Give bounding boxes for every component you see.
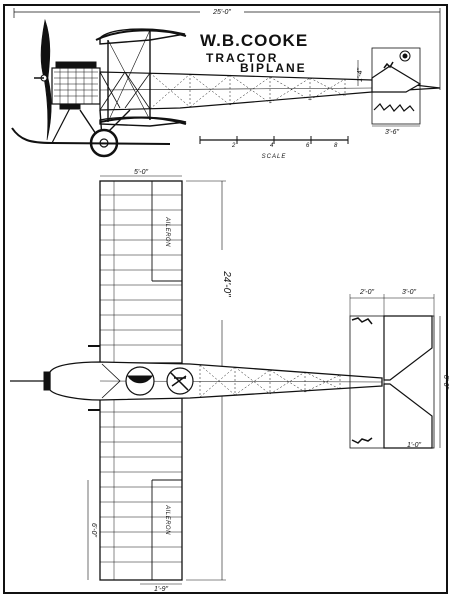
stabilizer-upper [383,315,433,381]
tail-root-dim: 3'-6" [385,129,399,136]
overall-length-dim: 25'-0" [212,9,231,16]
svg-text:2: 2 [231,143,236,149]
aileron-chord-dim: 1'-9" [154,586,168,593]
tail-span-dim: 8'-0" [442,375,449,389]
tail-fin [371,65,422,93]
title-line3: BIPLANE [240,61,307,75]
wing-upper-panel [99,180,183,364]
chord-top-dim: 5'-0" [134,169,148,176]
aileron-lower-label: AILERON [164,504,170,535]
wing-lower-panel [99,397,183,581]
skid [11,127,171,145]
elevator-chord-dim: 1'-0" [407,442,421,449]
aileron-span-dim: 6'-0" [90,523,97,537]
stabilizer-lower [383,383,433,449]
title-maker: W.B.COOKE [200,31,308,50]
side-view: 25'-0" [11,6,441,160]
stab-span-a-dim: 2'-0" [359,289,374,296]
fuselage-plan [49,361,383,401]
tail-height-dim: 1'-4" [357,68,364,82]
title-line2: TRACTOR [206,51,278,65]
wing-span-dim: 24'-0" [221,270,232,297]
plan-view: 5'-0" AILERON AILERON 6'-0" 1'-9" 2 [10,169,449,593]
aileron-upper-label: AILERON [164,216,170,247]
svg-text:4: 4 [270,143,274,149]
scale-bar: 2 4 6 8 SCALE [199,136,349,160]
stab-span-b-dim: 3'-0" [402,289,416,296]
svg-text:6: 6 [306,143,310,149]
scale-label: SCALE [262,154,287,160]
sheet-border [3,4,448,594]
svg-text:8: 8 [334,143,338,149]
